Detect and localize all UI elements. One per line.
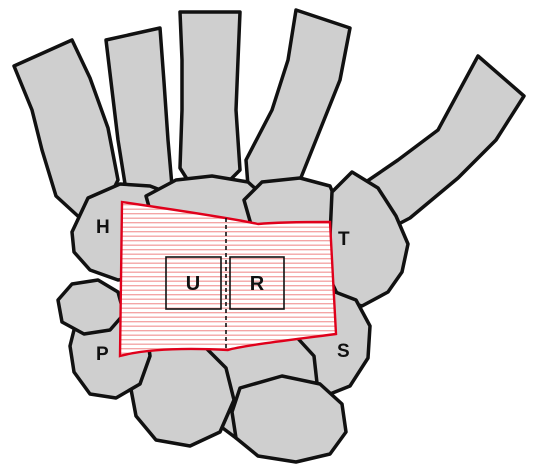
pisiform-upper-lobe — [58, 280, 124, 334]
label-p: P — [96, 344, 109, 365]
label-t: T — [338, 229, 350, 250]
box-u-label: U — [186, 273, 200, 295]
metacarpal-3 — [180, 12, 240, 190]
metacarpal-2 — [246, 10, 350, 196]
measurement-region — [120, 202, 336, 356]
box-r-label: R — [250, 273, 265, 295]
label-s: S — [337, 341, 350, 362]
label-h: H — [96, 217, 110, 238]
